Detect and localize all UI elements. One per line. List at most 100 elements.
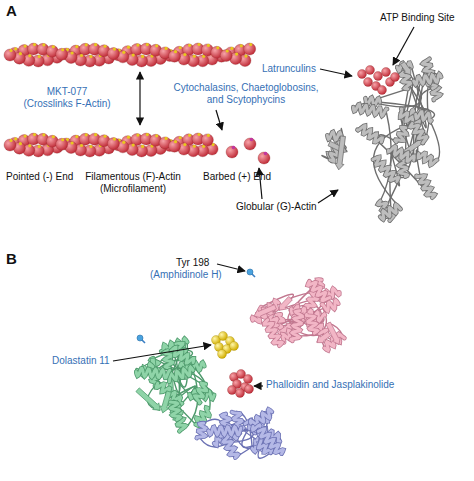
alpha-helix bbox=[395, 127, 407, 142]
atom-sphere bbox=[364, 78, 373, 87]
nucleotide-dot bbox=[28, 54, 31, 57]
atom-sphere bbox=[236, 389, 245, 398]
helix-outline bbox=[197, 423, 207, 438]
helix-outline bbox=[418, 153, 437, 165]
alpha-helix bbox=[164, 351, 173, 368]
alpha-helix bbox=[170, 402, 185, 431]
alpha-helix bbox=[258, 429, 283, 454]
helix-outline bbox=[209, 427, 241, 435]
nucleotide-dot bbox=[216, 46, 219, 49]
nucleotide-dot bbox=[141, 55, 144, 58]
atom-sphere bbox=[382, 68, 391, 77]
g-actin-ribbon bbox=[353, 59, 441, 221]
nucleotide-dot bbox=[113, 138, 116, 141]
atom-sphere bbox=[228, 386, 237, 395]
loop-coil bbox=[373, 123, 412, 207]
nucleotide-dot bbox=[127, 136, 130, 139]
compound-label: Cytochalasins, Chaetoglobosins, and Scyt… bbox=[170, 82, 322, 106]
nucleotide-dot bbox=[232, 146, 236, 150]
nucleotide-dot bbox=[179, 136, 182, 139]
actin-monomer bbox=[107, 138, 119, 150]
helix-outline bbox=[380, 205, 400, 220]
ligand-spheres bbox=[212, 332, 239, 359]
nucleotide-dot bbox=[122, 141, 125, 144]
compound-label: (Amphidinole H) bbox=[150, 269, 222, 281]
actin-monomer bbox=[244, 43, 256, 55]
nucleotide-dot bbox=[24, 135, 27, 138]
nucleotide-dot bbox=[33, 133, 36, 136]
nucleotide-dot bbox=[230, 47, 233, 50]
panel-letter: B bbox=[6, 250, 17, 268]
nucleotide-dot bbox=[19, 142, 22, 145]
alpha-helix bbox=[169, 367, 193, 382]
atom-sphere bbox=[391, 73, 400, 82]
helix-outline bbox=[388, 146, 414, 161]
nucleotide-dot bbox=[80, 54, 83, 57]
nucleotide-dot bbox=[14, 137, 17, 140]
alpha-helix bbox=[357, 126, 382, 143]
nucleotide-dot bbox=[240, 44, 243, 47]
actin-monomer bbox=[258, 152, 270, 164]
nucleotide-dot bbox=[61, 138, 64, 141]
nucleotide-dot bbox=[165, 137, 168, 140]
helix-outline bbox=[306, 315, 317, 334]
nucleotide-dot bbox=[42, 43, 45, 46]
nucleotide-dot bbox=[250, 138, 254, 142]
part-label: Globular (G)-Actin bbox=[236, 201, 317, 213]
nucleotide-dot bbox=[80, 144, 83, 147]
nucleotide-dot bbox=[61, 48, 64, 51]
nucleotide-dot bbox=[89, 145, 92, 148]
nucleotide-dot bbox=[113, 48, 116, 51]
nucleotide-dot bbox=[94, 133, 97, 136]
ligand-spheres bbox=[228, 370, 254, 398]
helix-outline bbox=[258, 429, 283, 454]
beta-strand bbox=[335, 136, 345, 170]
alpha-helix bbox=[414, 74, 442, 85]
nucleotide-dot bbox=[75, 135, 78, 138]
alpha-helix bbox=[209, 427, 241, 435]
actin-monomer bbox=[220, 50, 232, 62]
nucleotide-dot bbox=[174, 50, 177, 53]
actin-monomer bbox=[107, 48, 119, 60]
nucleotide-dot bbox=[193, 145, 196, 148]
helix-outline bbox=[195, 384, 207, 404]
compound-label: MKT-077 (Crosslinks F-Actin) bbox=[22, 86, 112, 110]
nucleotide-dot bbox=[75, 45, 78, 48]
atom-sphere bbox=[245, 385, 254, 394]
nucleotide-dot bbox=[183, 53, 186, 56]
atom-sphere bbox=[378, 86, 387, 95]
atom-sphere bbox=[358, 70, 367, 79]
nucleotide-dot bbox=[24, 45, 27, 48]
leader-arrow bbox=[254, 385, 263, 386]
alpha-helix bbox=[308, 281, 330, 300]
actin-subunit-pink bbox=[252, 280, 344, 351]
residue-label: Tyr 198 bbox=[176, 257, 209, 269]
nucleotide-dot bbox=[188, 134, 191, 137]
alpha-helix bbox=[264, 320, 282, 346]
nucleotide-dot bbox=[197, 133, 200, 136]
nucleotide-dot bbox=[71, 141, 74, 144]
alpha-helix bbox=[195, 384, 207, 404]
nucleotide-dot bbox=[103, 135, 106, 138]
free-g-actin bbox=[226, 138, 270, 164]
leader-arrow bbox=[216, 110, 222, 130]
nucleotide-dot bbox=[9, 49, 12, 52]
actin-monomer bbox=[244, 138, 256, 150]
leader-arrows bbox=[113, 27, 414, 386]
nucleotide-dot bbox=[85, 43, 88, 46]
alpha-helix bbox=[136, 368, 170, 377]
alpha-helix bbox=[380, 205, 400, 220]
alpha-helix bbox=[252, 301, 278, 322]
beta-strand bbox=[136, 388, 160, 410]
nucleotide-dot bbox=[165, 47, 168, 50]
helix-outline bbox=[136, 368, 170, 377]
actin-monomer bbox=[56, 48, 68, 60]
alpha-helix bbox=[416, 112, 432, 122]
nucleotide-dot bbox=[42, 133, 45, 136]
alpha-helix bbox=[197, 423, 207, 438]
residue-sticks bbox=[137, 269, 255, 343]
g-actin-ribbon bbox=[322, 128, 347, 169]
alpha-helix bbox=[170, 402, 180, 420]
actin-subunit-green bbox=[136, 339, 214, 432]
nucleotide-dot bbox=[136, 43, 139, 46]
